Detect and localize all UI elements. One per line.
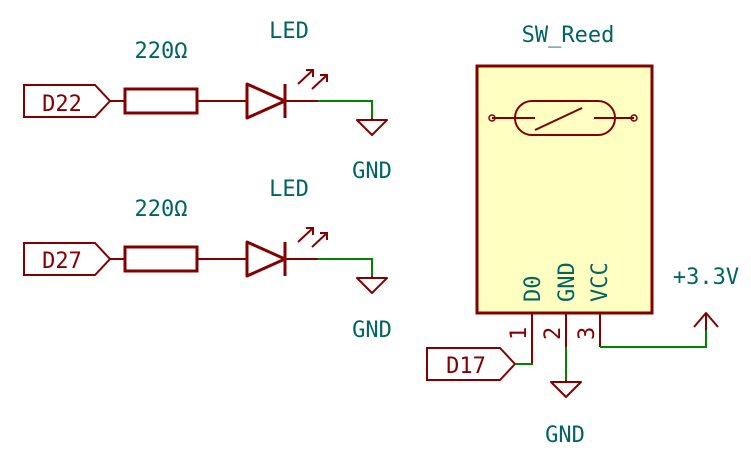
led-2-label: LED [269,177,309,202]
power-arrow-symbol [693,312,719,330]
reed-contact-blade [534,107,583,131]
ground-symbol-1 [356,118,388,136]
reed-terminal-right [630,114,638,122]
wire-led1-to-ground [318,100,373,118]
resistor-2[interactable] [123,245,199,273]
led-circuit-2: D27 220Ω LED GND [23,177,392,343]
input-label-text-d17: D17 [446,354,486,379]
ground-label-3: GND [545,423,585,448]
led-2-triangle[interactable] [245,240,287,278]
reed-module-body[interactable] [475,64,654,315]
ground-symbol-2 [356,276,388,294]
input-label-text-d27: D27 [42,249,82,274]
ground-label-2: GND [352,318,392,343]
resistor-1-value: 220Ω [135,39,188,64]
reed-switch-module: SW_Reed D0 GND VCC 1 2 3 D17 GND +3.3V [426,23,739,448]
reed-module-title: SW_Reed [522,23,615,48]
pin-number-1: 1 [507,327,532,340]
input-label-text-d22: D22 [42,92,82,117]
resistor-2-value: 220Ω [135,197,188,222]
input-label-box-d17[interactable] [426,347,517,381]
wire-pin3-to-power [600,330,707,348]
reed-terminal-left [488,114,496,122]
led-2-emission-arrows [297,227,328,248]
power-label: +3.3V [673,265,739,290]
ground-label-1: GND [352,159,392,184]
pin-number-2: 2 [541,327,566,340]
led-circuit-1: D22 220Ω LED GND [23,19,392,184]
led-1-label: LED [269,19,309,44]
pin-name-vcc: VCC [588,262,613,302]
pin-name-d0: D0 [521,276,546,303]
input-label-box-d27[interactable] [23,242,112,276]
resistor-1[interactable] [123,87,199,115]
wire-led2-to-ground [318,258,373,276]
wire-d17-to-pin1 [515,363,533,365]
ground-symbol-3 [550,380,582,398]
led-1-emission-arrows [297,69,328,90]
pin-name-gnd: GND [555,262,580,302]
pin-number-3: 3 [575,327,600,340]
input-label-box-d22[interactable] [23,84,112,118]
led-1-triangle[interactable] [245,82,287,120]
